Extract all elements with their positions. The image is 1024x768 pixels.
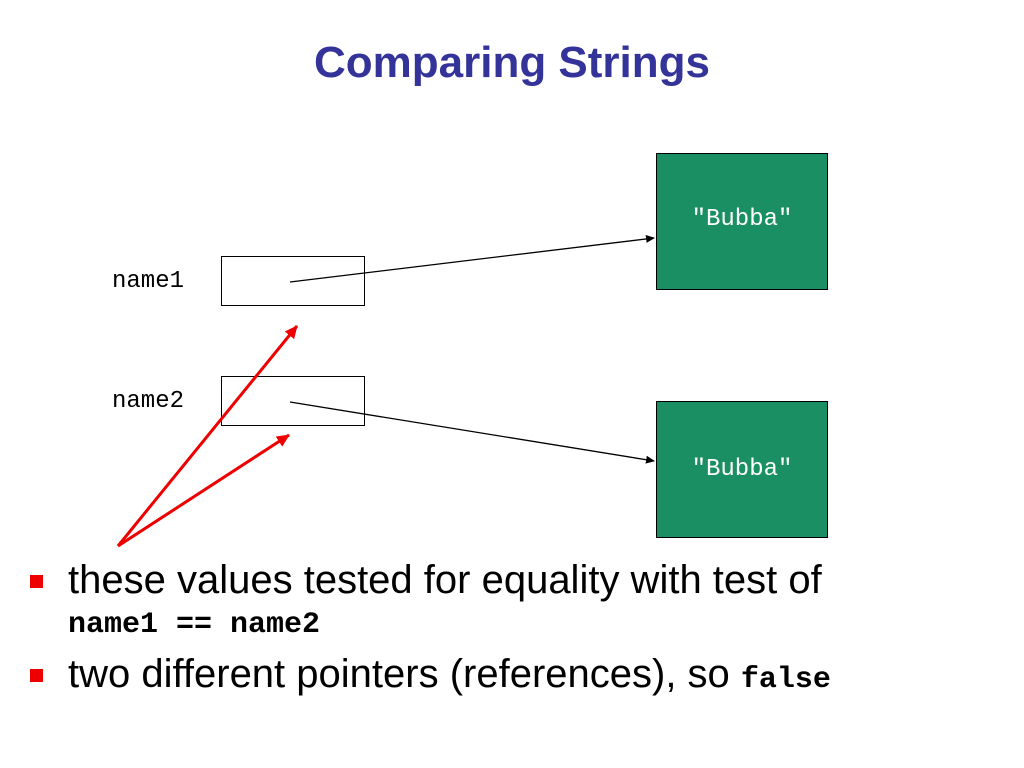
bullet-square-icon	[30, 575, 43, 588]
string-object-top-text: "Bubba"	[691, 206, 793, 233]
name1-reference-box	[221, 256, 365, 306]
red-arrow-to-name2	[117, 433, 290, 548]
bullet-square-icon	[30, 669, 43, 682]
string-object-bottom: "Bubba"	[656, 401, 828, 538]
bullet-list: these values tested for equality with te…	[30, 555, 1000, 705]
bullet-item-1: these values tested for equality with te…	[30, 555, 1000, 645]
name1-label: name1	[112, 268, 185, 295]
name2-reference-box	[221, 376, 365, 426]
string-object-top: "Bubba"	[656, 153, 828, 290]
bullet-item-2: two different pointers (references), so …	[30, 649, 1000, 705]
name2-label: name2	[112, 388, 185, 415]
bullet-item-1-text: these values tested for equality with te…	[68, 558, 822, 602]
bullet-item-2-line: two different pointers (references), so …	[68, 649, 1000, 705]
string-object-bottom-text: "Bubba"	[691, 456, 793, 483]
bullet-item-2-text: two different pointers (references), so	[68, 652, 741, 696]
slide-title: Comparing Strings	[313, 38, 711, 87]
bullet-item-1-code: name1 == name2	[68, 608, 321, 642]
bullet-item-2-code: false	[740, 663, 831, 697]
red-arrow-to-name1	[116, 325, 299, 547]
